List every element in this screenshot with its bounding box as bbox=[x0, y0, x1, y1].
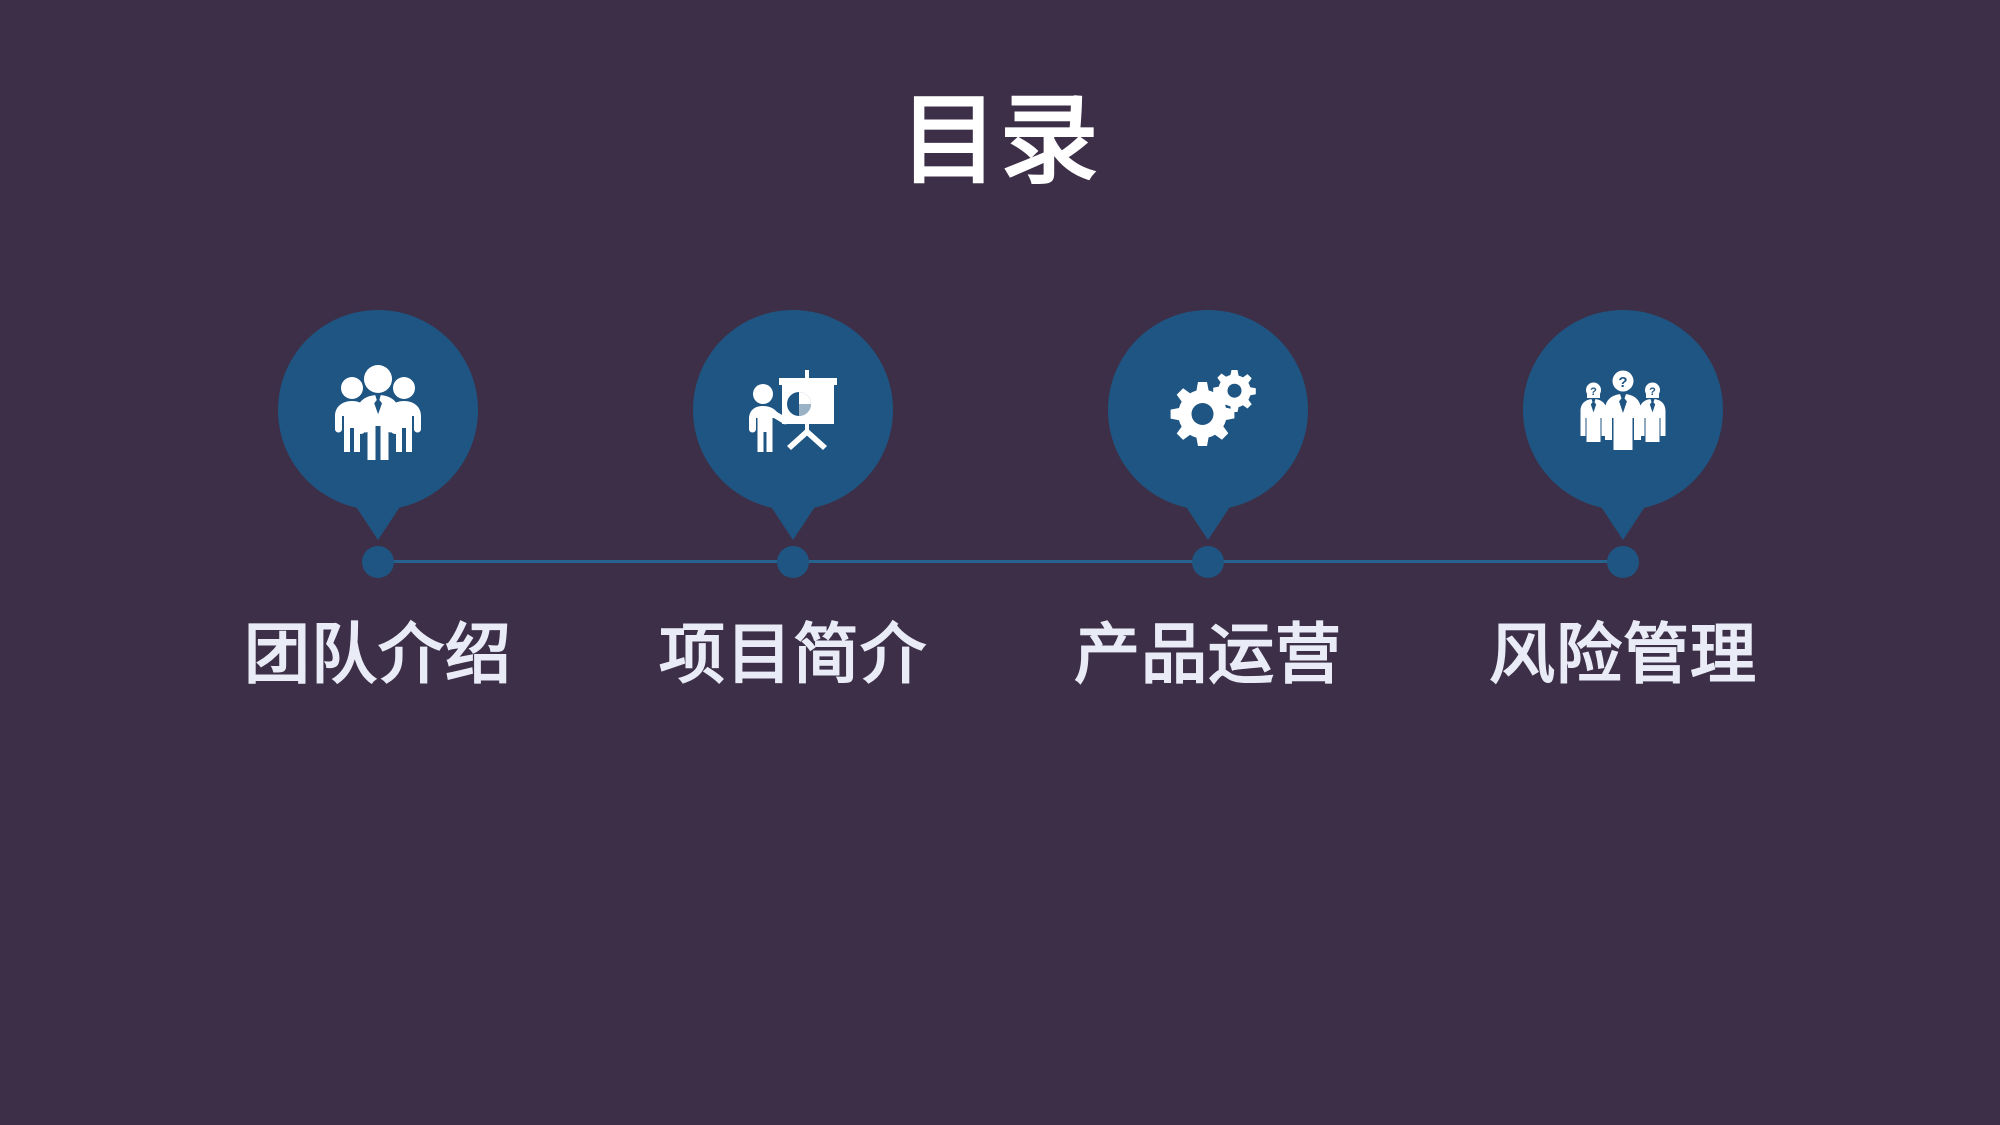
anonymous-businessmen-icon: ? ? ? bbox=[1567, 354, 1679, 466]
agenda-pin-1[interactable] bbox=[278, 310, 478, 540]
map-pin-shape bbox=[278, 310, 478, 540]
map-pin-shape bbox=[693, 310, 893, 540]
agenda-pin-4[interactable]: ? ? ? bbox=[1523, 310, 1723, 540]
map-pin-shape bbox=[1108, 310, 1308, 540]
team-group-icon bbox=[322, 354, 434, 466]
page-title: 目录 bbox=[899, 85, 1100, 195]
timeline-connector-line bbox=[378, 560, 1620, 563]
gears-icon bbox=[1152, 354, 1264, 466]
map-pin-shape: ? ? ? bbox=[1523, 310, 1723, 540]
svg-text:?: ? bbox=[1590, 386, 1597, 398]
timeline-dot-2 bbox=[777, 546, 809, 578]
agenda-pin-3[interactable] bbox=[1108, 310, 1308, 540]
agenda-label-4: 风险管理 bbox=[1489, 617, 1757, 691]
presentation-board-icon bbox=[737, 354, 849, 466]
agenda-pin-2[interactable] bbox=[693, 310, 893, 540]
agenda-label-1: 团队介绍 bbox=[244, 617, 512, 691]
svg-text:?: ? bbox=[1649, 386, 1656, 398]
agenda-label-2: 项目简介 bbox=[659, 617, 927, 691]
svg-text:?: ? bbox=[1618, 374, 1627, 391]
timeline-dot-1 bbox=[362, 546, 394, 578]
agenda-label-3: 产品运营 bbox=[1074, 617, 1342, 691]
timeline-dot-4 bbox=[1607, 546, 1639, 578]
timeline-dot-3 bbox=[1192, 546, 1224, 578]
